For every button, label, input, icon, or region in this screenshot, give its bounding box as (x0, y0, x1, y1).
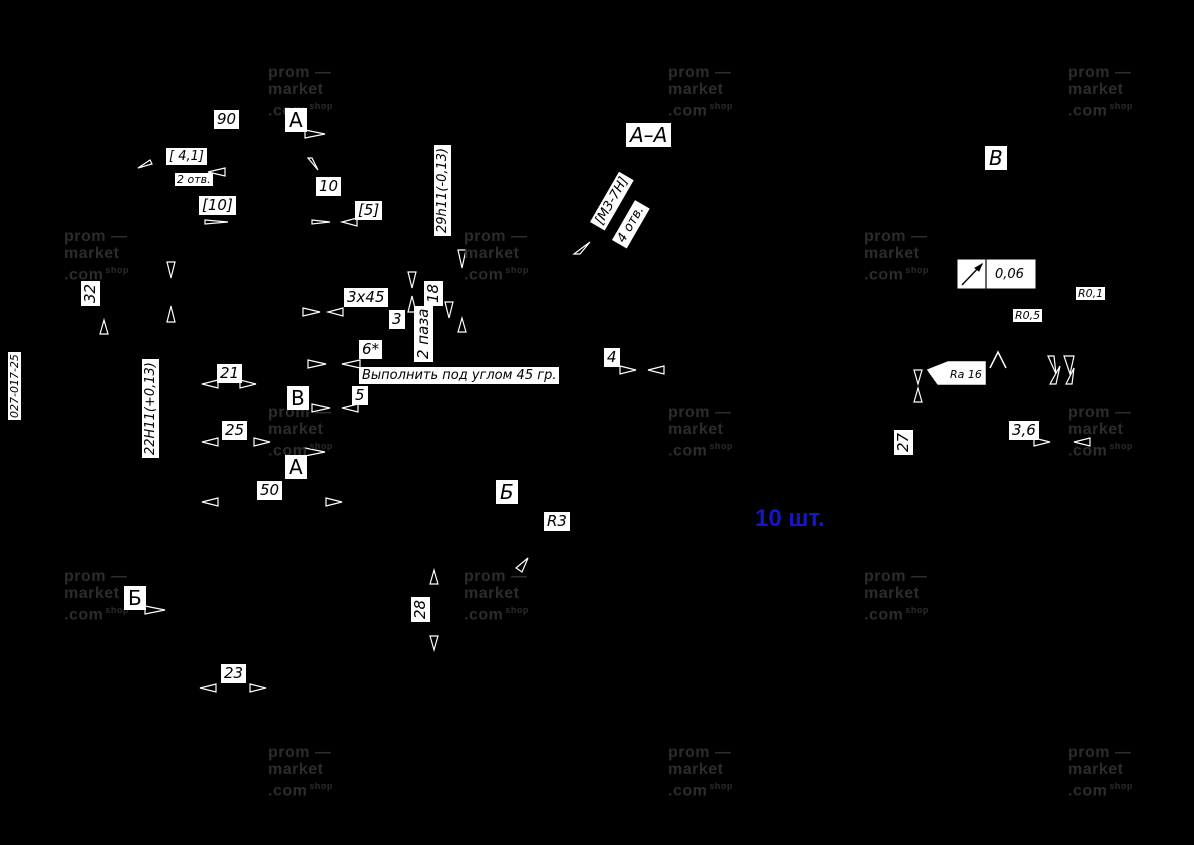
dim-arrow (253, 437, 271, 447)
dim-arrow (239, 379, 257, 389)
dim-10: 10 (316, 177, 342, 196)
view-marker-v: В (287, 386, 309, 410)
note-two-grooves: 2 паза (414, 305, 433, 362)
dim-arrow (444, 301, 454, 319)
dim-arrow (457, 249, 467, 269)
dim-arrow (429, 635, 439, 653)
dim-arrow (306, 157, 319, 171)
dim-3-6: 3,6 (1009, 421, 1039, 440)
dim-3x45: 3x45 (344, 288, 388, 307)
dim-29h11: 29h11(-0,13) (434, 144, 451, 236)
dim-arrow (457, 315, 467, 333)
dim-arrow (199, 683, 217, 693)
dim-arrow (311, 219, 331, 225)
dim-27: 27 (894, 429, 913, 455)
dim-arrow (572, 241, 591, 255)
radius-r0-1: R0,1 (1076, 287, 1106, 300)
dim-arrow (304, 447, 326, 457)
dim-23: 23 (221, 664, 247, 683)
dim-3: 3 (389, 310, 405, 329)
view-marker-b: Б (496, 480, 518, 504)
runout-value: 0,06 (995, 267, 1024, 282)
dim-25: 25 (222, 421, 248, 440)
section-marker-a-bottom: А (285, 455, 307, 479)
note-angle-45: Выполнить под углом 45 гр. (359, 367, 560, 384)
note-two-holes: 2 отв. (175, 173, 213, 186)
dim-arrow (137, 159, 153, 169)
dim-50: 50 (257, 481, 283, 500)
runout-frame (956, 258, 1037, 290)
radius-r0-5: R0,5 (1013, 309, 1043, 322)
dim-arrow (166, 305, 176, 323)
dim-arrow (302, 307, 321, 317)
radius-r3: R3 (544, 512, 570, 531)
dim-arrow (514, 557, 529, 573)
dim-6-star: 6* (359, 340, 383, 359)
dim-arrow (429, 567, 439, 585)
dim-arrow (204, 219, 229, 225)
dim-5: 5 (352, 386, 368, 405)
dim-arrow (1065, 367, 1075, 385)
dim-arrow (99, 317, 109, 335)
document-code: 027-017-25 (8, 352, 21, 420)
dim-arrow (913, 369, 923, 387)
dim-arrow (341, 403, 359, 413)
quantity-label: 10 шт. (755, 505, 825, 532)
dim-arrow (325, 307, 344, 317)
dim-18: 18 (424, 280, 443, 306)
dim-arrow (1048, 365, 1061, 385)
dim-90: 90 (214, 110, 240, 129)
dim-arrow (913, 385, 923, 403)
dim-arrow (307, 359, 327, 369)
dim-arrow (341, 359, 361, 369)
dim-28: 28 (411, 596, 430, 622)
dim-arrow (166, 261, 176, 279)
dim-arrow (311, 403, 331, 413)
dim-arrow (1047, 355, 1057, 375)
dim-4-1: [ 4,1] (166, 148, 207, 165)
dim-arrow (201, 379, 219, 389)
dim-10-ref: [10] (199, 196, 236, 215)
dim-arrow (339, 217, 358, 227)
dim-5-ref: [5] (355, 201, 383, 220)
dim-arrow (325, 497, 343, 507)
dim-arrow (207, 167, 226, 177)
view-marker-b-arrow: Б (124, 586, 146, 610)
section-marker-a-top: А (285, 108, 307, 132)
section-title-a-a: А–А (626, 123, 672, 147)
dim-arrow (619, 365, 637, 375)
dim-32: 32 (81, 280, 100, 306)
dim-arrow (1073, 437, 1091, 447)
dim-arrow (201, 437, 219, 447)
dim-22h11: 22H11(+0,13) (142, 359, 159, 458)
dim-arrow (1063, 355, 1075, 377)
view-title-v: В (985, 146, 1007, 170)
dim-arrow (1033, 437, 1051, 447)
dim-21: 21 (217, 364, 243, 383)
roughness-ra16: Ra 16 (950, 368, 982, 381)
dim-arrow (647, 365, 665, 375)
dim-4: 4 (604, 348, 620, 367)
dim-arrow (304, 129, 326, 139)
dim-arrow (201, 497, 219, 507)
roughness-symbol (926, 350, 1007, 385)
dim-arrow (249, 683, 267, 693)
dim-arrow (407, 271, 417, 289)
dim-arrow (144, 605, 166, 615)
